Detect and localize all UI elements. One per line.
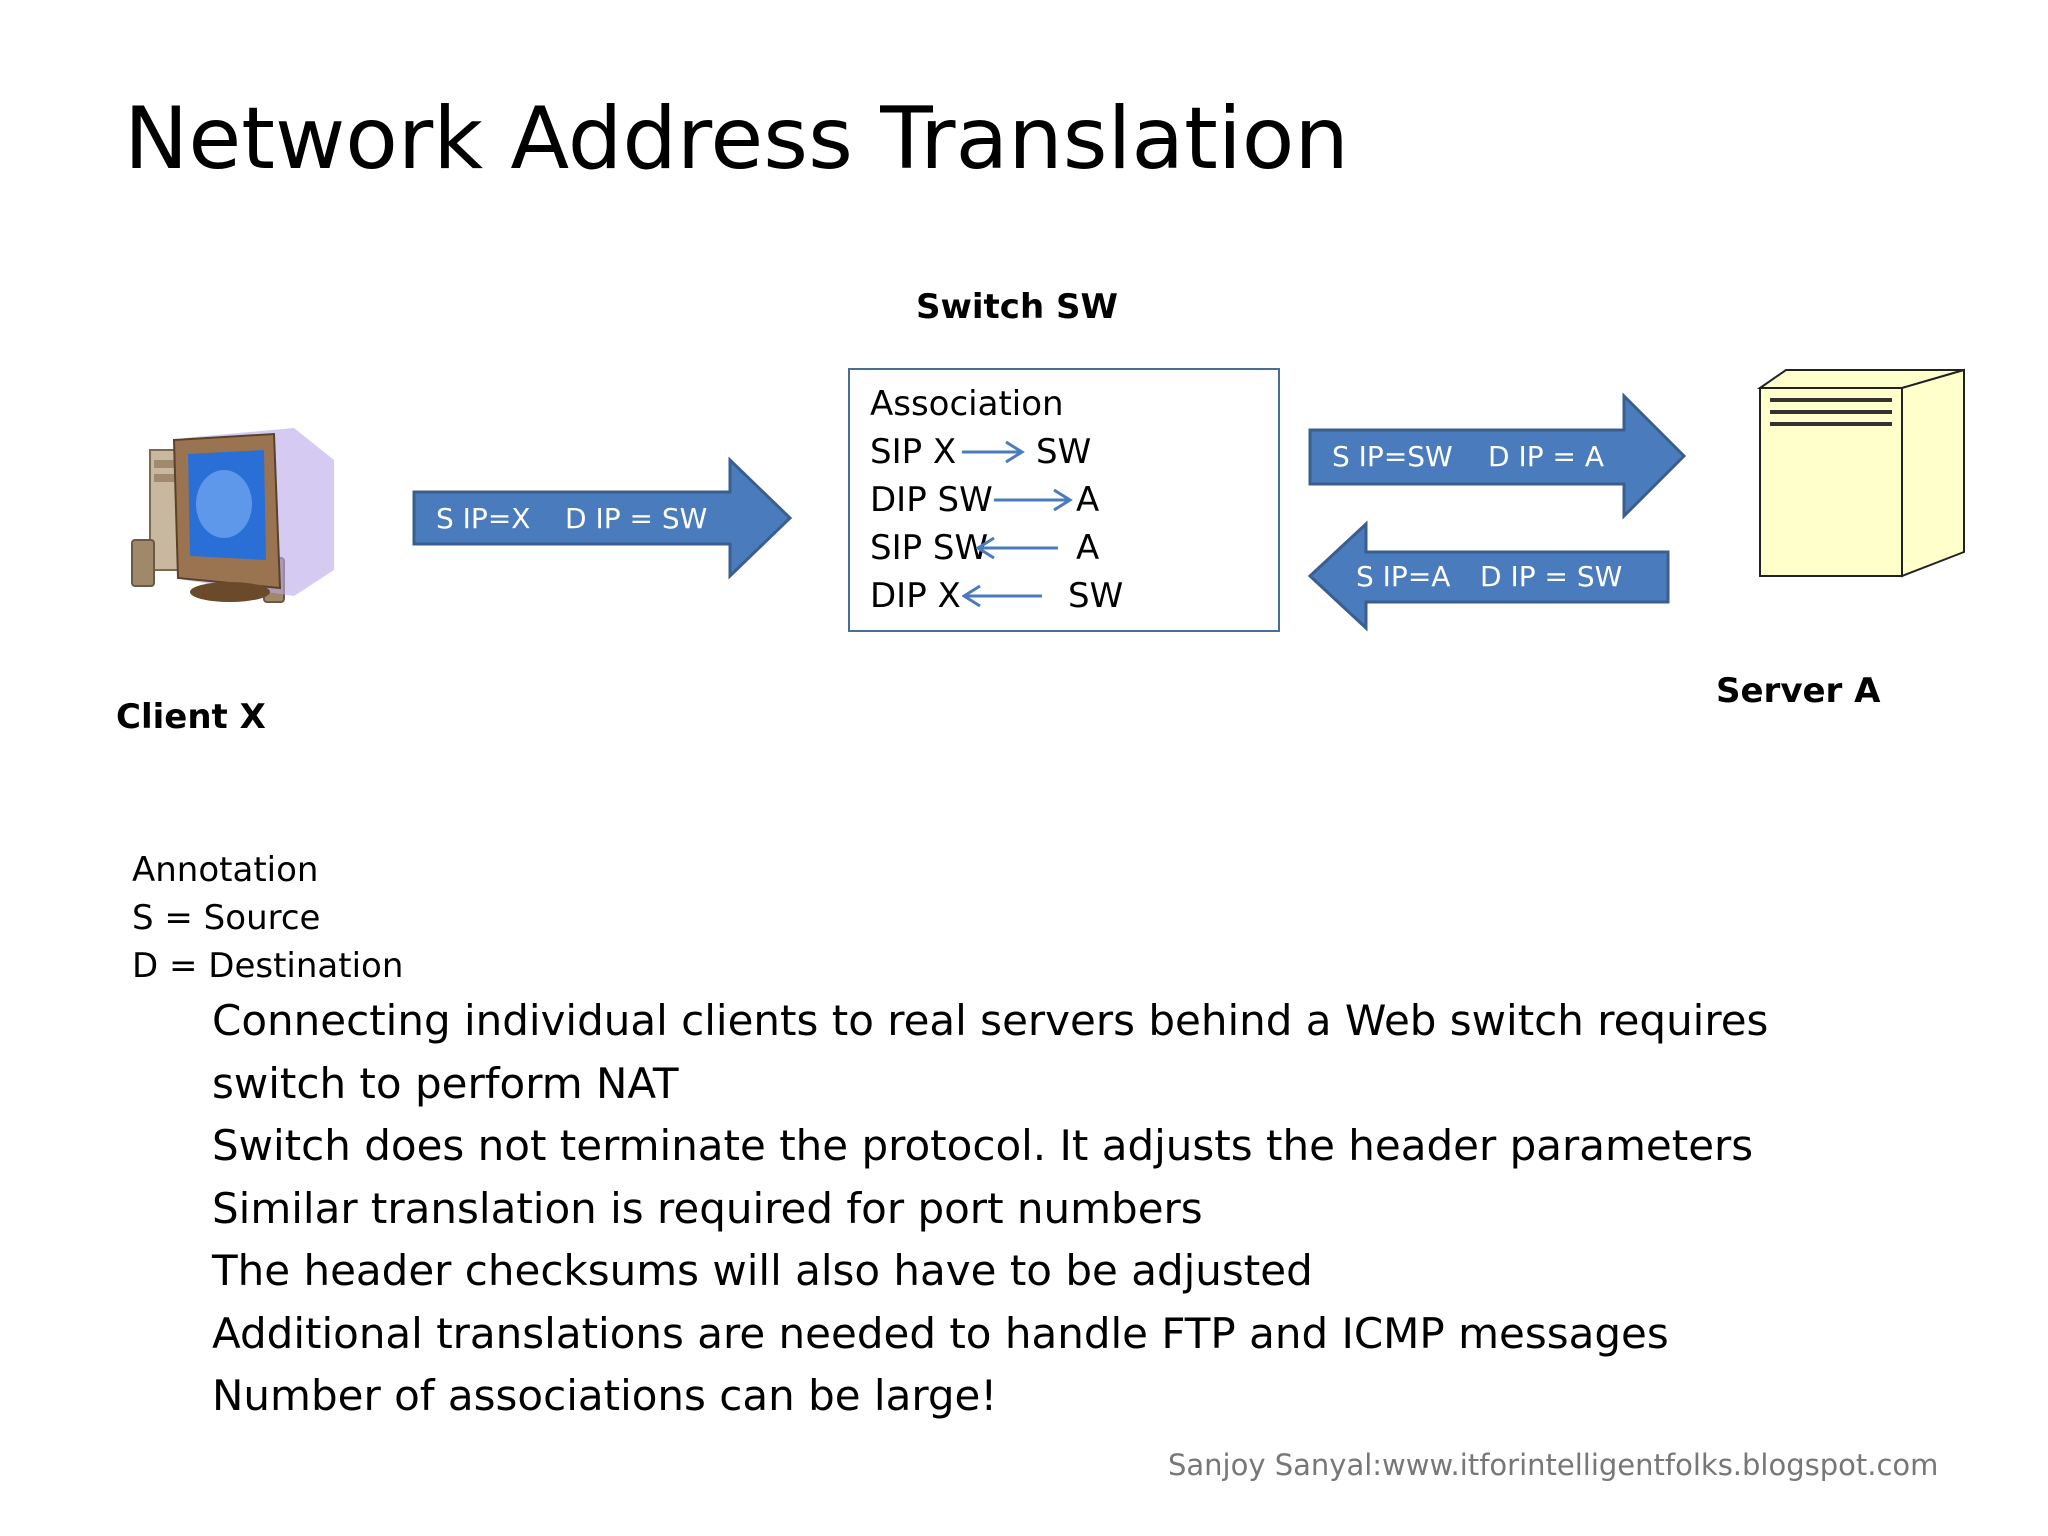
bullet-list: Connecting individual clients to real se…: [212, 990, 1852, 1428]
bullet-line: The header checksums will also have to b…: [212, 1246, 1313, 1295]
association-box: Association SIP X SW DIP SW A SIP SW A D…: [848, 368, 1280, 632]
bullet-line: Switch does not terminate the protocol. …: [212, 1121, 1754, 1170]
assoc-row-2-right: A: [1076, 480, 1100, 520]
association-heading: Association: [870, 384, 1064, 424]
assoc-row-2-left: DIP SW: [870, 480, 993, 520]
annotation-heading: Annotation: [132, 850, 319, 890]
switch-label: Switch SW: [916, 287, 1118, 327]
assoc-row-1-right: SW: [1036, 432, 1092, 472]
bullet-line: Number of associations can be large!: [212, 1371, 998, 1420]
arrow-right-icon: [994, 488, 1073, 512]
credit-footer: Sanjoy Sanyal:www.itforintelligentfolks.…: [1168, 1448, 1939, 1482]
arrow-in-dip: D IP = SW: [1480, 560, 1623, 593]
server-label: Server A: [1716, 671, 1881, 711]
bullet-line: Similar translation is required for port…: [212, 1183, 1203, 1233]
bullet-line: Connecting individual clients to real se…: [212, 996, 1769, 1045]
arrow-in-sip: S IP=A: [1356, 560, 1451, 593]
arrow-client-dip: D IP = SW: [565, 502, 708, 535]
bullet-line: switch to perform NAT: [212, 1058, 679, 1108]
annotation-legend: Annotation S = Source D = Destination: [132, 846, 403, 990]
assoc-row-4-right: SW: [1068, 576, 1124, 616]
bullet-line: Additional translations are needed to ha…: [212, 1308, 1669, 1358]
assoc-row-3-left: SIP SW: [870, 528, 989, 568]
server-to-switch-arrow: [1307, 520, 1670, 632]
client-label: Client X: [116, 697, 266, 737]
arrow-out-dip: D IP = A: [1488, 440, 1605, 473]
arrow-left-icon: [962, 584, 1042, 608]
arrow-out-sip: S IP=SW: [1332, 440, 1453, 473]
client-computer-icon: [131, 428, 334, 603]
server-icon: [1756, 368, 1965, 578]
annotation-line: D = Destination: [132, 946, 404, 986]
assoc-row-3-right: A: [1076, 528, 1100, 568]
arrow-right-icon: [962, 440, 1025, 464]
assoc-row-1-left: SIP X: [870, 432, 957, 472]
switch-to-server-arrow: [1308, 392, 1687, 520]
annotation-line: S = Source: [132, 898, 321, 938]
arrow-left-icon: [976, 536, 1058, 560]
arrow-client-sip: S IP=X: [436, 502, 531, 535]
assoc-row-4-left: DIP X: [870, 576, 961, 616]
page-title: Network Address Translation: [124, 89, 1349, 189]
client-to-switch-arrow: [412, 456, 793, 580]
